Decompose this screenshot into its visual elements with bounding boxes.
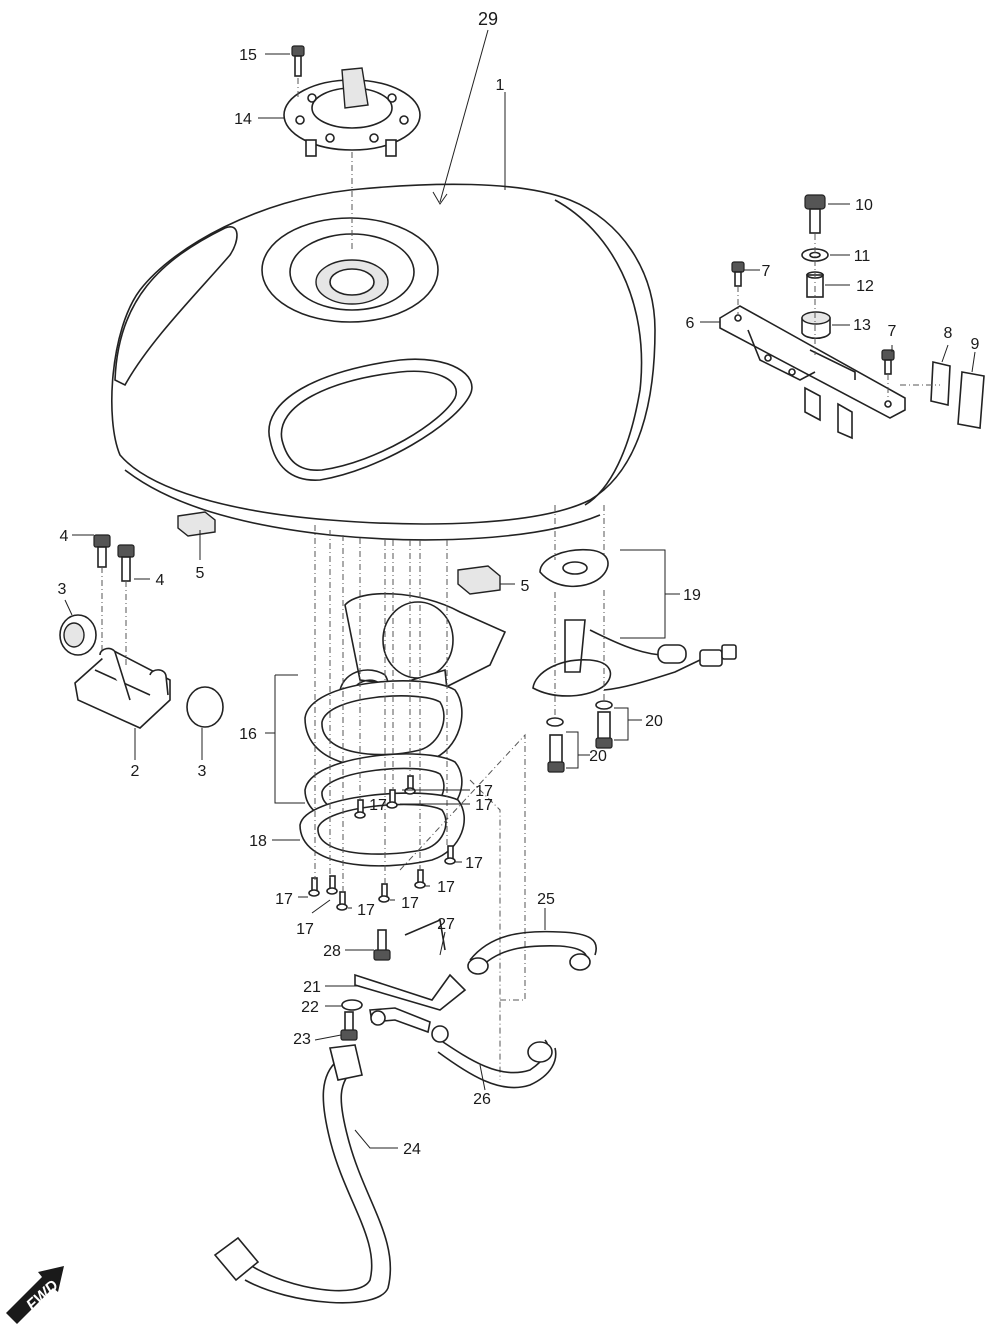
callout-21: 21	[303, 979, 321, 996]
callout-22: 22	[301, 999, 319, 1016]
callout-17-a: 17	[475, 783, 493, 800]
callout-17-e: 17	[437, 879, 455, 896]
damper-5-left	[177, 511, 216, 537]
callout-17-g: 17	[401, 895, 419, 912]
callout-6: 6	[686, 315, 695, 332]
retaining-plate-18	[299, 792, 466, 867]
fuel-tank	[111, 183, 656, 541]
bolt-20-left	[546, 717, 565, 773]
joint-21	[369, 1007, 431, 1034]
hose-25	[467, 930, 597, 975]
bolt-7-right	[881, 349, 895, 375]
callout-28: 28	[323, 943, 341, 960]
level-sender	[532, 548, 737, 697]
hose-26	[431, 1025, 557, 1089]
bracket-bolt-10	[804, 194, 826, 234]
tank-bracket	[719, 305, 906, 440]
arrow-29	[432, 29, 489, 205]
rear-bracket	[74, 647, 171, 729]
callout-1: 1	[496, 77, 505, 94]
callout-5-left: 5	[196, 565, 205, 582]
callout-2: 2	[131, 763, 140, 780]
callout-17-c: 17	[475, 797, 493, 814]
callout-20-upper: 20	[645, 713, 663, 730]
callout-12: 12	[856, 278, 874, 295]
damper-5-right	[457, 565, 501, 595]
callout-26: 26	[473, 1091, 491, 1108]
bolt-23	[340, 1011, 358, 1041]
callout-29: 29	[478, 9, 498, 29]
callout-25: 25	[537, 891, 555, 908]
callout-3-right: 3	[198, 763, 207, 780]
bolt-28	[373, 929, 391, 961]
callout-5-right: 5	[521, 578, 530, 595]
fwd-direction-badge: FWD	[6, 1266, 64, 1324]
callout-4-right: 4	[156, 572, 165, 589]
callout-15: 15	[239, 47, 257, 64]
callout-11: 11	[854, 248, 871, 265]
callout-16: 16	[239, 726, 257, 743]
callout-17-f: 17	[275, 891, 293, 908]
callout-7-lower: 7	[888, 323, 897, 340]
hose-24	[213, 1044, 392, 1304]
washer-22	[341, 999, 363, 1011]
callout-17-d: 17	[465, 855, 483, 872]
fwd-arrow-icon	[6, 1266, 64, 1324]
bolt-7-left	[731, 261, 745, 287]
callout-17-b: 17	[369, 797, 387, 814]
cap-bolt	[291, 45, 305, 77]
callout-8: 8	[944, 325, 953, 342]
bolt-4-right	[117, 544, 135, 582]
bracket-27	[354, 918, 467, 1011]
fuel-cap	[283, 67, 421, 157]
leader-lines	[64, 53, 976, 1149]
callout-19: 19	[683, 587, 701, 604]
callout-17-h: 17	[357, 902, 375, 919]
callout-3-left: 3	[58, 581, 67, 598]
callout-4-left: 4	[60, 528, 69, 545]
callout-13: 13	[853, 317, 871, 334]
bolt-4-left	[93, 534, 111, 568]
callout-9: 9	[971, 336, 980, 353]
callout-24: 24	[403, 1141, 421, 1158]
callout-labels: 29 1 15 14 10 11 7 12 6 13 7 8 9 4 4 5 5…	[58, 9, 980, 1158]
callout-23: 23	[293, 1031, 311, 1048]
callout-17-i: 17	[296, 921, 314, 938]
bolt-20-right	[595, 700, 613, 749]
pad-8	[930, 361, 951, 406]
damper-13	[801, 311, 831, 340]
callout-20-lower: 20	[589, 748, 607, 765]
cap-3-right	[186, 686, 224, 728]
callout-7-upper: 7	[762, 263, 771, 280]
callout-18: 18	[249, 833, 267, 850]
cap-3-left	[59, 614, 97, 656]
screw-17	[308, 775, 456, 911]
callout-10: 10	[855, 197, 873, 214]
callout-27: 27	[437, 916, 455, 933]
pad-9	[957, 371, 985, 429]
callout-14: 14	[234, 111, 252, 128]
